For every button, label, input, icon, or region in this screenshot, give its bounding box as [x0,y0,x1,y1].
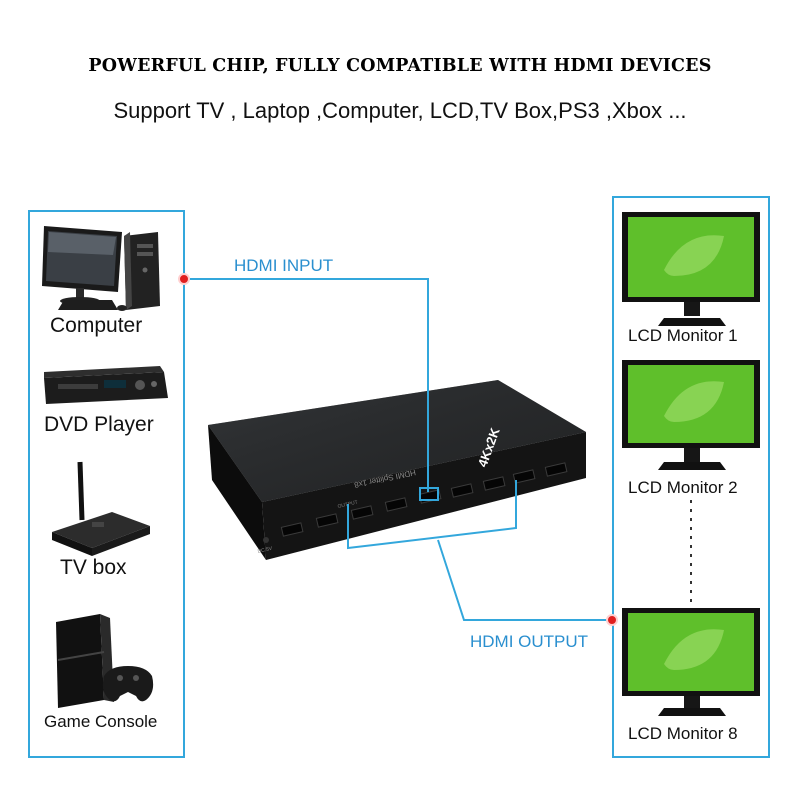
hdmi-output-line [437,539,612,621]
computer-icon [42,226,160,311]
lcd-monitor-8-icon [622,608,760,716]
hdmi-input-label: HDMI INPUT [234,256,334,275]
hdmi-input-line [185,278,429,492]
hdmi-output-label: HDMI OUTPUT [470,632,589,651]
input-connection-dot [178,273,190,285]
sources-panel [28,210,185,758]
output-connection-dot [606,614,618,626]
outputs-panel [612,196,770,758]
device-power-label: DC 5V [257,546,273,555]
subheadline: Support TV , Laptop ,Computer, LCD,TV Bo… [113,98,687,123]
dvd-player-icon [44,366,168,404]
game-console-icon [56,614,154,708]
output-label-monitor-2: LCD Monitor 2 [628,478,738,497]
lcd-monitor-1-icon [622,212,760,326]
headline: Powerful chip, fully compatible with HDM… [88,56,712,76]
source-label-computer: Computer [50,314,143,337]
source-label-tv-box: TV box [60,556,127,579]
source-label-dvd-player: DVD Player [44,413,154,436]
output-label-monitor-1: LCD Monitor 1 [628,326,738,345]
hdmi-output-bracket [347,480,517,550]
output-label-monitor-8: LCD Monitor 8 [628,724,738,743]
tv-box-icon [52,461,150,556]
input-port-highlight [419,487,439,501]
hdmi-splitter-device-icon [208,380,586,560]
source-label-game-console: Game Console [44,712,158,731]
lcd-monitor-2-icon [622,360,760,470]
